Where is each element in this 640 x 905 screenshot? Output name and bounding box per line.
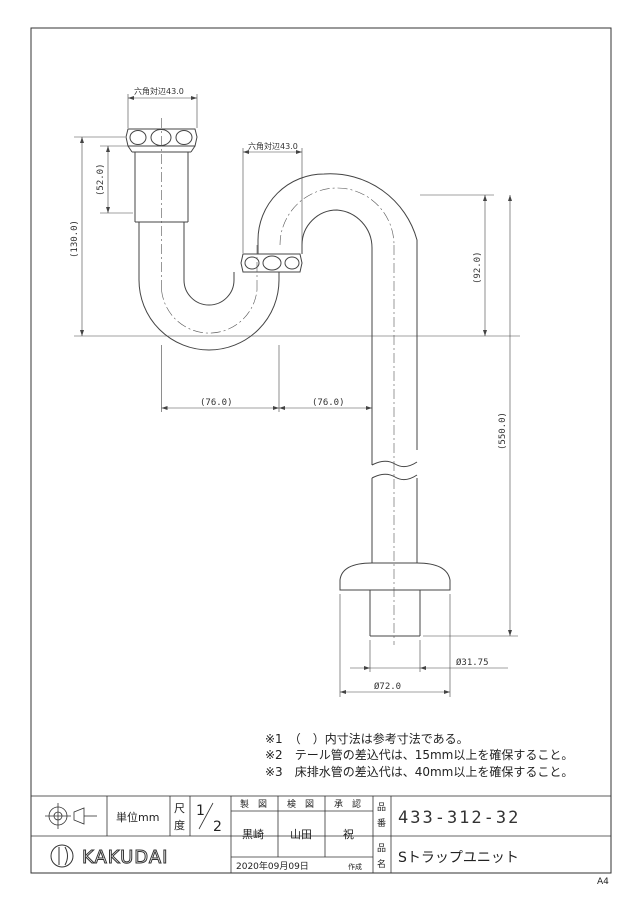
- hinban-label-2: 番: [377, 817, 386, 829]
- dim-76-right-label: (76.0): [312, 398, 345, 408]
- floor-flange: [339, 562, 451, 591]
- note-3: ※3 床排水管の差込代は、40mm以上を確保すること。: [265, 764, 573, 779]
- hinban-label-1: 品: [377, 802, 386, 813]
- hex-mid-label: 六角対辺43.0: [248, 141, 298, 151]
- dim-92-label: (92.0): [473, 251, 483, 284]
- paper-size: A4: [597, 877, 609, 887]
- dim-130-label: (130.0): [70, 220, 80, 258]
- scale-label-1: 尺: [174, 802, 185, 815]
- header-kenzu: 検 図: [287, 798, 314, 810]
- scale-numerator: 1: [196, 803, 205, 819]
- scale-label-2: 度: [174, 818, 185, 832]
- value-seizu: 黒崎: [242, 827, 264, 841]
- note-2: ※2 テール管の差込代は、15mm以上を確保すること。: [265, 747, 573, 762]
- product-name: Sトラップユニット: [398, 850, 519, 866]
- dim-550-label: (550.0): [498, 412, 508, 450]
- header-seizu: 製 図: [240, 798, 267, 810]
- note-1: ※1 （ ）内寸法は参考寸法である。: [265, 731, 469, 746]
- value-shonin: 祝: [343, 827, 354, 841]
- created-suffix: 作成: [348, 862, 362, 871]
- kakudai-logo-icon: [50, 844, 74, 868]
- dimension-lines: [74, 94, 520, 697]
- title-block: [30, 795, 612, 874]
- scale-denominator: 2: [213, 819, 222, 835]
- dim-d3175-label: Ø31.75: [456, 657, 489, 668]
- sheet-border: [30, 27, 612, 874]
- dim-76-left-label: (76.0): [200, 398, 233, 408]
- header-shonin: 承 認: [334, 798, 361, 810]
- brand-logo: KAKUDAI: [82, 847, 168, 868]
- part-number: 433-312-32: [398, 808, 520, 828]
- value-kenzu: 山田: [290, 828, 312, 841]
- hinmei-label-1: 品: [377, 843, 386, 854]
- hex-top-label: 六角対辺43.0: [134, 86, 184, 96]
- created-date: 2020年09月09日: [236, 860, 309, 872]
- mid-hex-nut: [240, 253, 303, 273]
- dim-d72-label: Ø72.0: [374, 681, 401, 692]
- unit-label: 単位mm: [116, 810, 159, 824]
- dimension-arrows: [80, 96, 512, 694]
- s-trap-drawing: [125, 128, 451, 637]
- hinmei-label-2: 名: [377, 858, 386, 870]
- dim-52-label: (52.0): [96, 163, 106, 196]
- center-lines: [161, 118, 395, 645]
- third-angle-projection-icon: [45, 803, 97, 829]
